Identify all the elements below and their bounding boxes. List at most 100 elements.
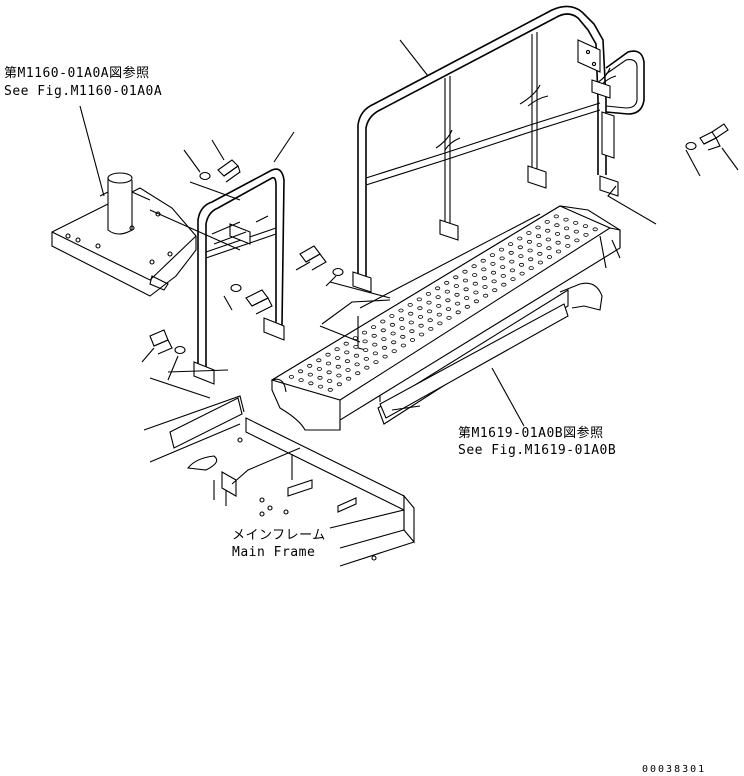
perforation-hole [353, 344, 359, 349]
perforation-hole [454, 301, 461, 306]
perforation-hole [510, 277, 516, 282]
perforation-hole [325, 352, 331, 357]
perforation-hole [555, 240, 561, 245]
perforation-hole [437, 321, 443, 326]
perforation-hole [391, 340, 397, 345]
perforation-hole [554, 223, 560, 228]
perforation-hole [507, 242, 514, 247]
perforation-hole [546, 255, 553, 259]
perforation-hole [382, 354, 388, 359]
perforation-hole [426, 300, 432, 305]
perforation-hole [399, 326, 405, 330]
main-frame [143, 395, 415, 567]
perforation-hole [417, 314, 424, 319]
drawing-number: 00038301 [642, 764, 707, 775]
perforation-hole [398, 317, 405, 322]
perforation-hole [400, 334, 406, 339]
perforation-hole [355, 371, 361, 376]
perforation-hole [389, 322, 396, 327]
perforation-hole [535, 225, 541, 230]
perforation-hole [361, 330, 368, 335]
perforation-hole [481, 276, 487, 281]
perforation-hole [363, 356, 369, 361]
perforation-hole [325, 361, 332, 366]
perforation-hole [408, 311, 414, 316]
perforation-hole [454, 292, 460, 297]
perforation-hole [297, 369, 304, 374]
small-handrail [149, 131, 295, 399]
perforation-hole [363, 348, 369, 353]
bolts-small-handrail [141, 139, 273, 381]
perforation-hole [455, 310, 461, 315]
perforation-hole [344, 359, 350, 364]
perforation-hole [336, 382, 342, 387]
bolt-and-washer-right [607, 123, 739, 225]
perforation-hole [565, 243, 571, 248]
perforation-hole [563, 226, 570, 231]
perforation-hole [482, 293, 489, 298]
perforation-hole [398, 308, 404, 313]
perforation-hole [462, 278, 469, 283]
perforation-hole [518, 262, 525, 267]
reference-fig-a-en: See Fig.M1160-01A0A [4, 84, 163, 99]
perforation-hole [508, 250, 514, 255]
perforation-hole [509, 268, 516, 273]
perforation-hole [574, 238, 580, 243]
perforation-hole [372, 351, 378, 356]
perforation-hole [473, 290, 479, 295]
perforation-hole [370, 325, 377, 330]
perforation-hole [453, 284, 459, 288]
step-support-plate [379, 303, 569, 419]
perforation-hole [480, 258, 486, 263]
perforation-hole [583, 232, 589, 237]
perforation-hole [416, 297, 422, 302]
perforation-hole [592, 227, 598, 232]
perforation-hole [517, 245, 523, 250]
perforation-hole [343, 341, 349, 346]
walkway-platform [270, 205, 621, 431]
perforation-hole [353, 353, 360, 358]
main-frame-label-jp: メインフレーム [232, 528, 326, 543]
perforation-hole [554, 231, 561, 236]
perforation-hole [436, 312, 442, 317]
perforation-hole [446, 315, 452, 320]
perforation-hole [327, 387, 333, 392]
perforation-hole [526, 239, 533, 244]
perforation-hole [326, 370, 332, 375]
reference-fig-a-jp: 第M1160-01A0A図参照 [4, 66, 150, 81]
perforation-hole [544, 219, 550, 224]
perforation-hole [453, 275, 459, 280]
perforation-hole [317, 375, 323, 380]
perforation-hole [464, 304, 470, 309]
perforation-hole [380, 319, 386, 324]
large-handrail [352, 5, 645, 293]
perforation-hole [371, 333, 377, 338]
perforation-hole [444, 280, 450, 285]
perforation-hole [307, 372, 313, 377]
perforation-hole [345, 376, 352, 381]
perforation-hole [528, 266, 534, 271]
perforation-hole [517, 236, 523, 241]
perforation-hole [327, 379, 333, 383]
perforation-hole [418, 323, 424, 328]
perforation-hole [335, 364, 341, 369]
perforation-hole [535, 234, 542, 239]
perforation-hole [545, 228, 551, 233]
perforation-hole [307, 363, 313, 368]
perforation-hole [499, 256, 505, 261]
perforation-hole [472, 273, 478, 277]
perforation-hole [409, 329, 415, 334]
perforation-hole [381, 337, 387, 342]
perforation-hole [501, 282, 507, 287]
perforation-hole [354, 362, 360, 367]
perforation-hole [537, 251, 543, 256]
perforation-hole [555, 249, 562, 254]
perforation-hole [308, 381, 314, 386]
perforation-hole [409, 338, 416, 342]
perforation-hole [373, 360, 379, 365]
perforation-hole [490, 261, 496, 266]
perforation-hole [288, 374, 294, 379]
perforation-hole [526, 231, 532, 235]
